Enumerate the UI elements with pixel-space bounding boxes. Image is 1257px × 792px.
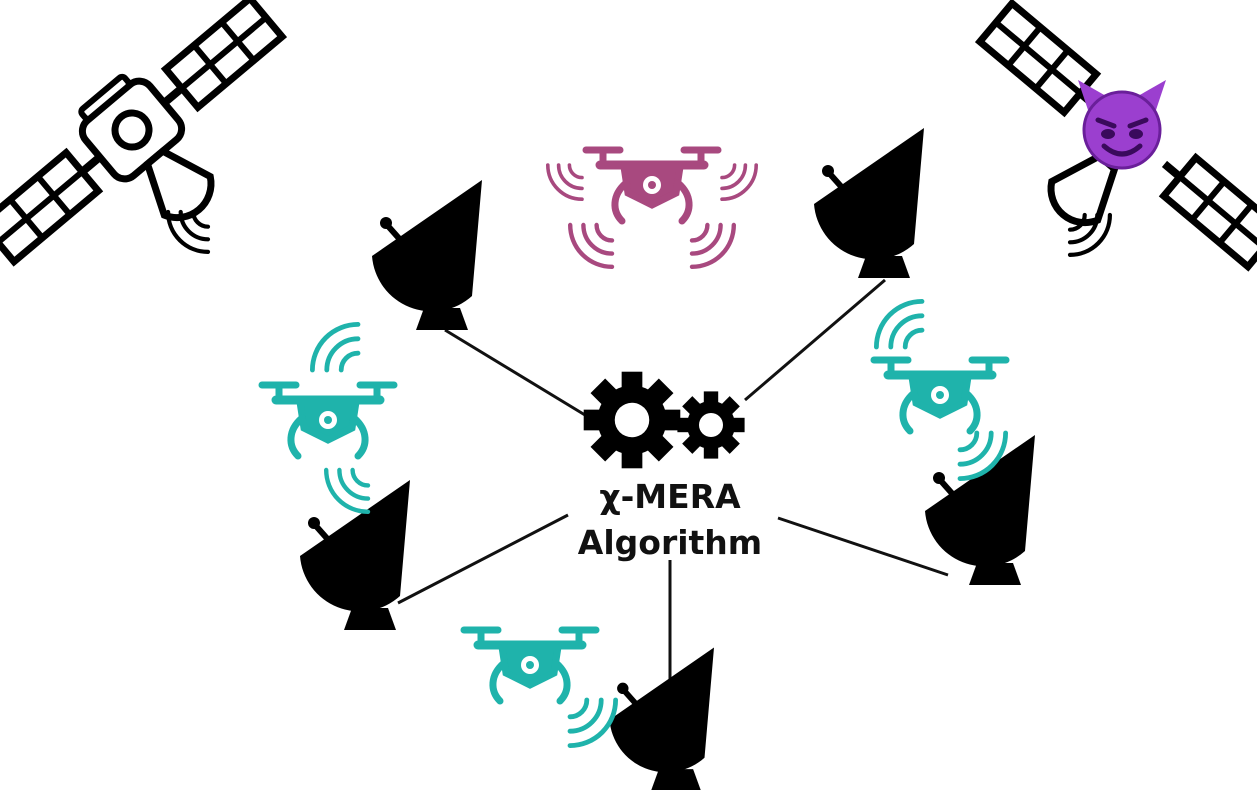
drone-icon [262,324,394,511]
algorithm-label-line1: χ-MERA [599,477,741,516]
satellite-icon [929,3,1257,327]
drone-icon [545,150,759,267]
network-links [397,278,949,683]
link-bottom-right [777,516,949,577]
satellite-dish-icon [814,128,924,278]
satellite-icon [0,0,333,322]
gears-icon [583,371,745,469]
link-bottom-left [397,513,569,605]
satellite-dish-icon [372,180,482,330]
drone-icon [464,630,616,746]
algorithm-label-line2: Algorithm [577,523,763,562]
satellite-dish-icon [610,648,715,791]
devil-face-icon [1078,80,1166,170]
link-top-left [444,328,586,417]
satellite-dish-icon [300,480,410,630]
link-top-right [744,278,886,402]
drone-icon [874,301,1006,478]
algorithm-label: χ-MERA Algorithm [570,474,770,566]
